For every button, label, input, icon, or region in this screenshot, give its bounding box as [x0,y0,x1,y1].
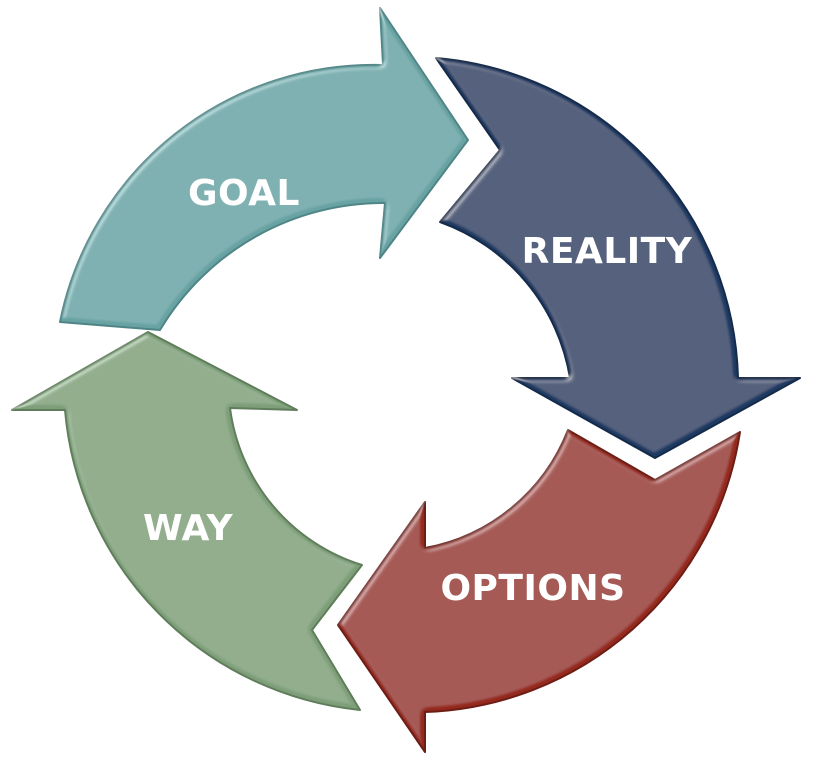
way-label: WAY [143,508,234,549]
way-arrow: WAY [11,331,363,711]
options-arrow: OPTIONS [337,429,741,753]
way-arrow-shape [11,331,363,711]
options-arrow-shape [337,429,741,753]
reality-label: REALITY [522,231,693,272]
options-label: OPTIONS [440,568,625,609]
reality-arrow: REALITY [435,57,801,459]
reality-arrow-shape [435,57,801,459]
goal-label: GOAL [188,173,300,214]
goal-arrow: GOAL [59,7,469,331]
goal-arrow-shape [59,7,469,331]
